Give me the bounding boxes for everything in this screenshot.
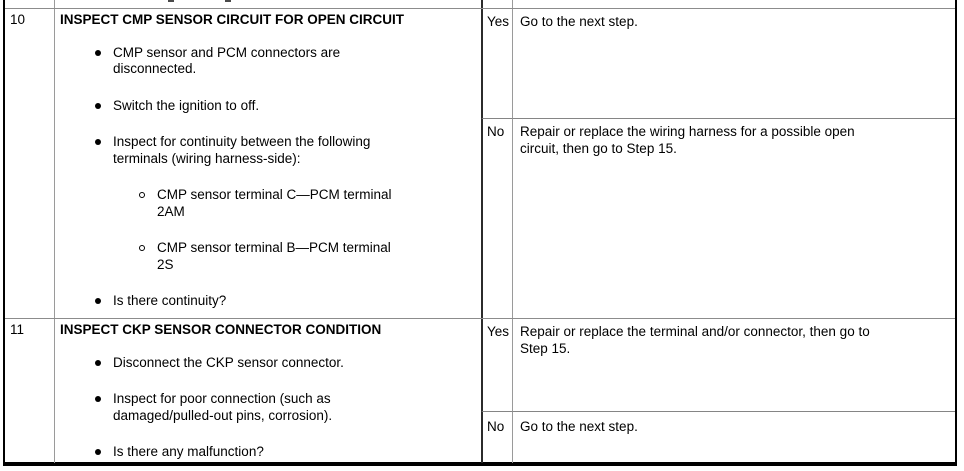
item-line: terminals (wiring harness-side):: [113, 150, 301, 166]
inspection-items: CMP sensor and PCM connectors are discon…: [60, 45, 473, 310]
item-line: CMP sensor and PCM connectors are: [113, 44, 341, 60]
item-line: Disconnect the CKP sensor connector.: [113, 354, 344, 370]
list-item: Is there any malfunction?: [95, 444, 473, 461]
item-line: Is there continuity?: [113, 293, 227, 308]
inspection-items: Disconnect the CKP sensor connector. Ins…: [60, 355, 473, 461]
step-row-10: 10 INSPECT CMP SENSOR CIRCUIT FOR OPEN C…: [5, 9, 955, 318]
step-number: 10: [5, 9, 54, 318]
list-item: Inspect for poor connection (such as dam…: [95, 391, 473, 424]
step-row-11: 11 INSPECT CKP SENSOR CONNECTOR CONDITIO…: [5, 318, 955, 463]
clipped-text-artifact: [168, 0, 174, 2]
clipped-previous-row: [5, 0, 955, 9]
list-item: Is there continuity?: [95, 293, 473, 310]
yes-label: Yes: [481, 9, 512, 119]
step-number: 11: [5, 319, 54, 463]
item-line: CMP sensor terminal B—PCM terminal: [157, 240, 391, 255]
inspection-title: INSPECT CKP SENSOR CONNECTOR CONDITION: [60, 322, 382, 337]
step-number-text: 10: [10, 12, 26, 27]
item-line: Inspect for poor connection (such as: [113, 391, 331, 406]
clipped-yesno-cell: [481, 0, 512, 8]
sub-list-item: CMP sensor terminal B—PCM terminal 2S: [139, 240, 473, 273]
diagnostic-table: 10 INSPECT CMP SENSOR CIRCUIT FOR OPEN C…: [3, 0, 957, 466]
yes-label: Yes: [481, 319, 512, 412]
action-line: circuit, then go to Step 15.: [520, 140, 677, 156]
yes-action-cell: Go to the next step.: [512, 9, 955, 119]
item-line: damaged/pulled-out pins, corrosion).: [113, 407, 333, 423]
no-action-cell: Go to the next step.: [512, 412, 955, 463]
action-line: Go to the next step.: [520, 419, 638, 434]
item-line: 2AM: [157, 203, 185, 219]
inspection-description-cell: INSPECT CKP SENSOR CONNECTOR CONDITION D…: [54, 319, 481, 463]
list-item: Switch the ignition to off.: [95, 97, 473, 115]
sub-list-item: CMP sensor terminal C—PCM terminal 2AM: [139, 187, 473, 220]
action-line: Step 15.: [520, 340, 571, 356]
list-item: Disconnect the CKP sensor connector.: [95, 354, 473, 372]
item-line: Switch the ignition to off.: [113, 97, 260, 113]
list-item: CMP sensor and PCM connectors are discon…: [95, 44, 473, 78]
clipped-action-cell: [512, 0, 955, 8]
no-label: No: [481, 119, 512, 318]
action-line: Repair or replace the terminal and/or co…: [520, 324, 870, 339]
yes-action-cell: Repair or replace the terminal and/or co…: [512, 319, 955, 412]
list-item: Inspect for continuity between the follo…: [95, 134, 473, 167]
clipped-step-cell: [5, 0, 54, 8]
inspection-title: INSPECT CMP SENSOR CIRCUIT FOR OPEN CIRC…: [60, 12, 405, 27]
clipped-text-artifact: [225, 0, 231, 2]
item-line: Inspect for continuity between the follo…: [113, 134, 371, 149]
item-line: disconnected.: [113, 61, 197, 76]
item-line: CMP sensor terminal C—PCM terminal: [157, 187, 392, 202]
no-action-cell: Repair or replace the wiring harness for…: [512, 119, 955, 318]
step-number-text: 11: [10, 322, 25, 337]
action-line: Repair or replace the wiring harness for…: [520, 124, 855, 139]
item-line: 2S: [157, 256, 174, 272]
item-line: Is there any malfunction?: [113, 444, 264, 459]
inspection-description-cell: INSPECT CMP SENSOR CIRCUIT FOR OPEN CIRC…: [54, 9, 481, 318]
clipped-description-cell: [54, 0, 481, 8]
action-line: Go to the next step.: [520, 14, 638, 29]
no-label: No: [481, 412, 512, 463]
